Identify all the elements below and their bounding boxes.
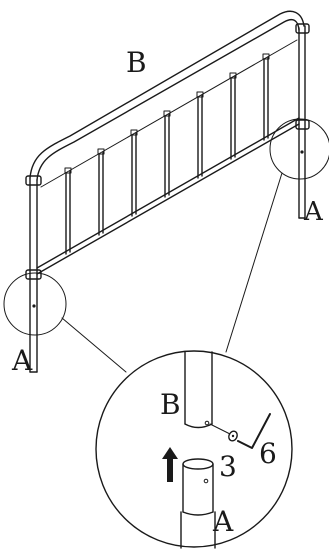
label-top-rail: B bbox=[126, 46, 147, 79]
lower-tube-hole bbox=[203, 478, 209, 484]
right-joint-collar bbox=[295, 119, 310, 130]
upper-tube-end bbox=[184, 423, 213, 429]
baluster-3 bbox=[131, 132, 137, 217]
left-callout-circle bbox=[3, 272, 67, 336]
left-joint-collar bbox=[25, 269, 42, 280]
baluster-cap bbox=[64, 167, 72, 174]
up-arrow bbox=[162, 447, 178, 482]
label-detail-lower: A bbox=[212, 505, 234, 538]
up-arrow-icon bbox=[162, 447, 178, 482]
detail-circle bbox=[95, 350, 293, 548]
baluster-5 bbox=[197, 94, 203, 179]
baluster-cap bbox=[97, 148, 105, 155]
screw-icon bbox=[209, 423, 238, 442]
baluster-2 bbox=[98, 151, 104, 236]
baluster-cap bbox=[130, 129, 138, 136]
lower-tube-step bbox=[182, 511, 214, 516]
leader-line-left bbox=[61, 317, 127, 373]
label-detail-upper: B bbox=[160, 388, 181, 421]
allen-key-icon bbox=[237, 413, 271, 449]
balusters bbox=[64, 53, 270, 255]
baluster-cap bbox=[196, 91, 204, 98]
baluster-cap bbox=[262, 53, 270, 60]
lower-tube-top bbox=[182, 458, 214, 470]
label-right-post: A bbox=[303, 197, 324, 227]
baluster-4 bbox=[164, 113, 170, 198]
baluster-7 bbox=[263, 56, 269, 141]
top-rail-outer bbox=[29, 10, 305, 179]
right-top-collar bbox=[295, 23, 310, 34]
screw-head-center bbox=[231, 434, 235, 438]
bottom-rail-lower bbox=[36, 123, 300, 275]
bottom-rail-upper bbox=[36, 117, 300, 269]
screw-head bbox=[228, 430, 238, 442]
top-rail-inner bbox=[36, 18, 300, 181]
baluster-cap bbox=[229, 72, 237, 79]
label-left-post: A bbox=[11, 344, 33, 377]
gate-frame bbox=[25, 10, 310, 373]
leader-line-right bbox=[225, 172, 283, 353]
upper-tube-hole bbox=[204, 420, 210, 426]
left-post-hole bbox=[32, 304, 36, 308]
baluster-6 bbox=[230, 75, 236, 160]
right-post-hole bbox=[300, 150, 304, 154]
baluster-cap bbox=[163, 110, 171, 117]
right-callout-circle bbox=[269, 118, 329, 180]
label-part-tool: 6 bbox=[259, 437, 277, 470]
label-part-screw: 3 bbox=[219, 450, 237, 483]
detail-view bbox=[95, 350, 293, 549]
allen-key bbox=[237, 413, 271, 449]
baluster-1 bbox=[65, 170, 71, 255]
left-top-collar bbox=[25, 175, 42, 186]
screw-shaft bbox=[209, 423, 231, 435]
